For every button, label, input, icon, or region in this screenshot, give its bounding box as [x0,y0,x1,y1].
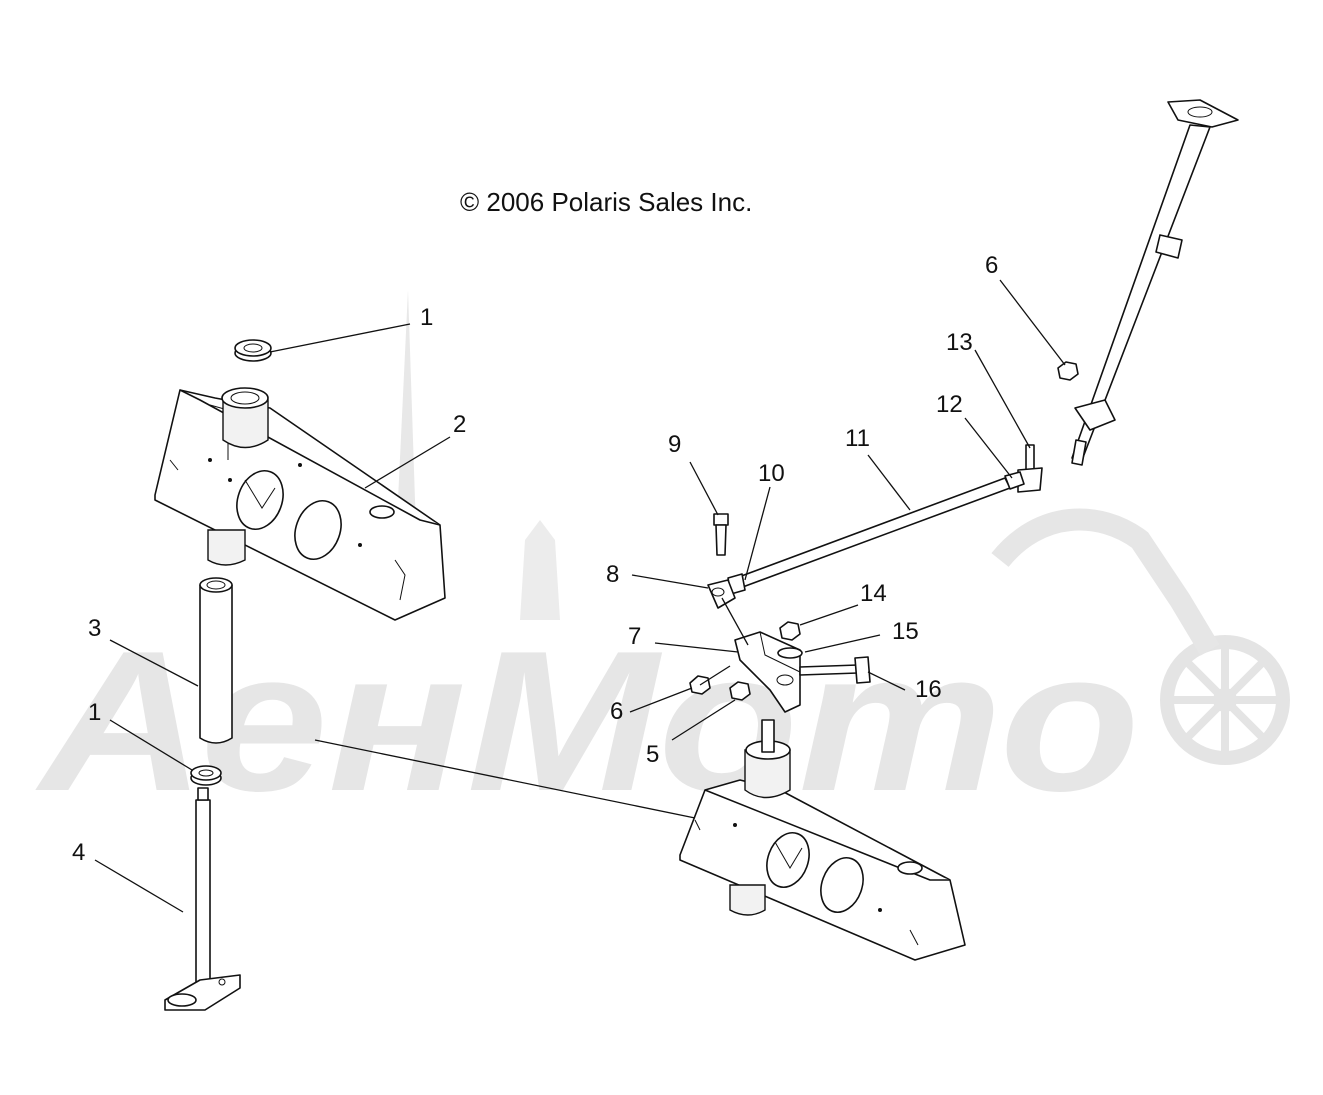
callout-6-top: 6 [985,252,998,279]
callout-2: 2 [453,411,466,438]
steering-bracket-left [154,387,446,621]
callout-9: 9 [668,431,681,458]
callout-1-top: 1 [420,304,433,331]
bolt [713,513,729,556]
callout-12: 12 [936,391,963,418]
callout-labels: 1 2 3 1 4 9 10 11 12 13 6 8 7 14 15 16 6… [72,252,998,866]
nut-top [1057,361,1079,381]
watermark-castle [520,520,560,620]
bolt-16 [799,656,871,684]
callout-13: 13 [946,329,973,356]
callout-8: 8 [606,561,619,588]
washer-bottom [190,765,222,786]
callout-7: 7 [628,623,641,650]
callout-1-bottom: 1 [88,699,101,726]
callout-4: 4 [72,839,85,866]
watermark-wheel [991,508,1290,765]
callout-16: 16 [915,676,942,703]
nut-5 [729,681,751,701]
watermark-spire [392,290,418,560]
washer-15 [777,647,803,659]
callout-3: 3 [88,615,101,642]
tie-rod [727,471,1025,595]
steering-post [164,787,241,1011]
callout-11: 11 [845,425,870,452]
callout-5: 5 [646,741,659,768]
leader-lines [94,279,1066,913]
washer-top [234,339,272,362]
copyright-text: © 2006 Polaris Sales Inc. [460,187,752,217]
rod-end [707,579,736,609]
steering-column [1071,99,1239,466]
callout-14: 14 [860,580,887,607]
callout-15: 15 [892,618,919,645]
nut-14 [779,621,801,641]
bushing-tube [199,577,233,744]
callout-10: 10 [758,460,785,487]
steering-bracket-right [679,719,966,961]
callout-6-bottom: 6 [610,698,623,725]
